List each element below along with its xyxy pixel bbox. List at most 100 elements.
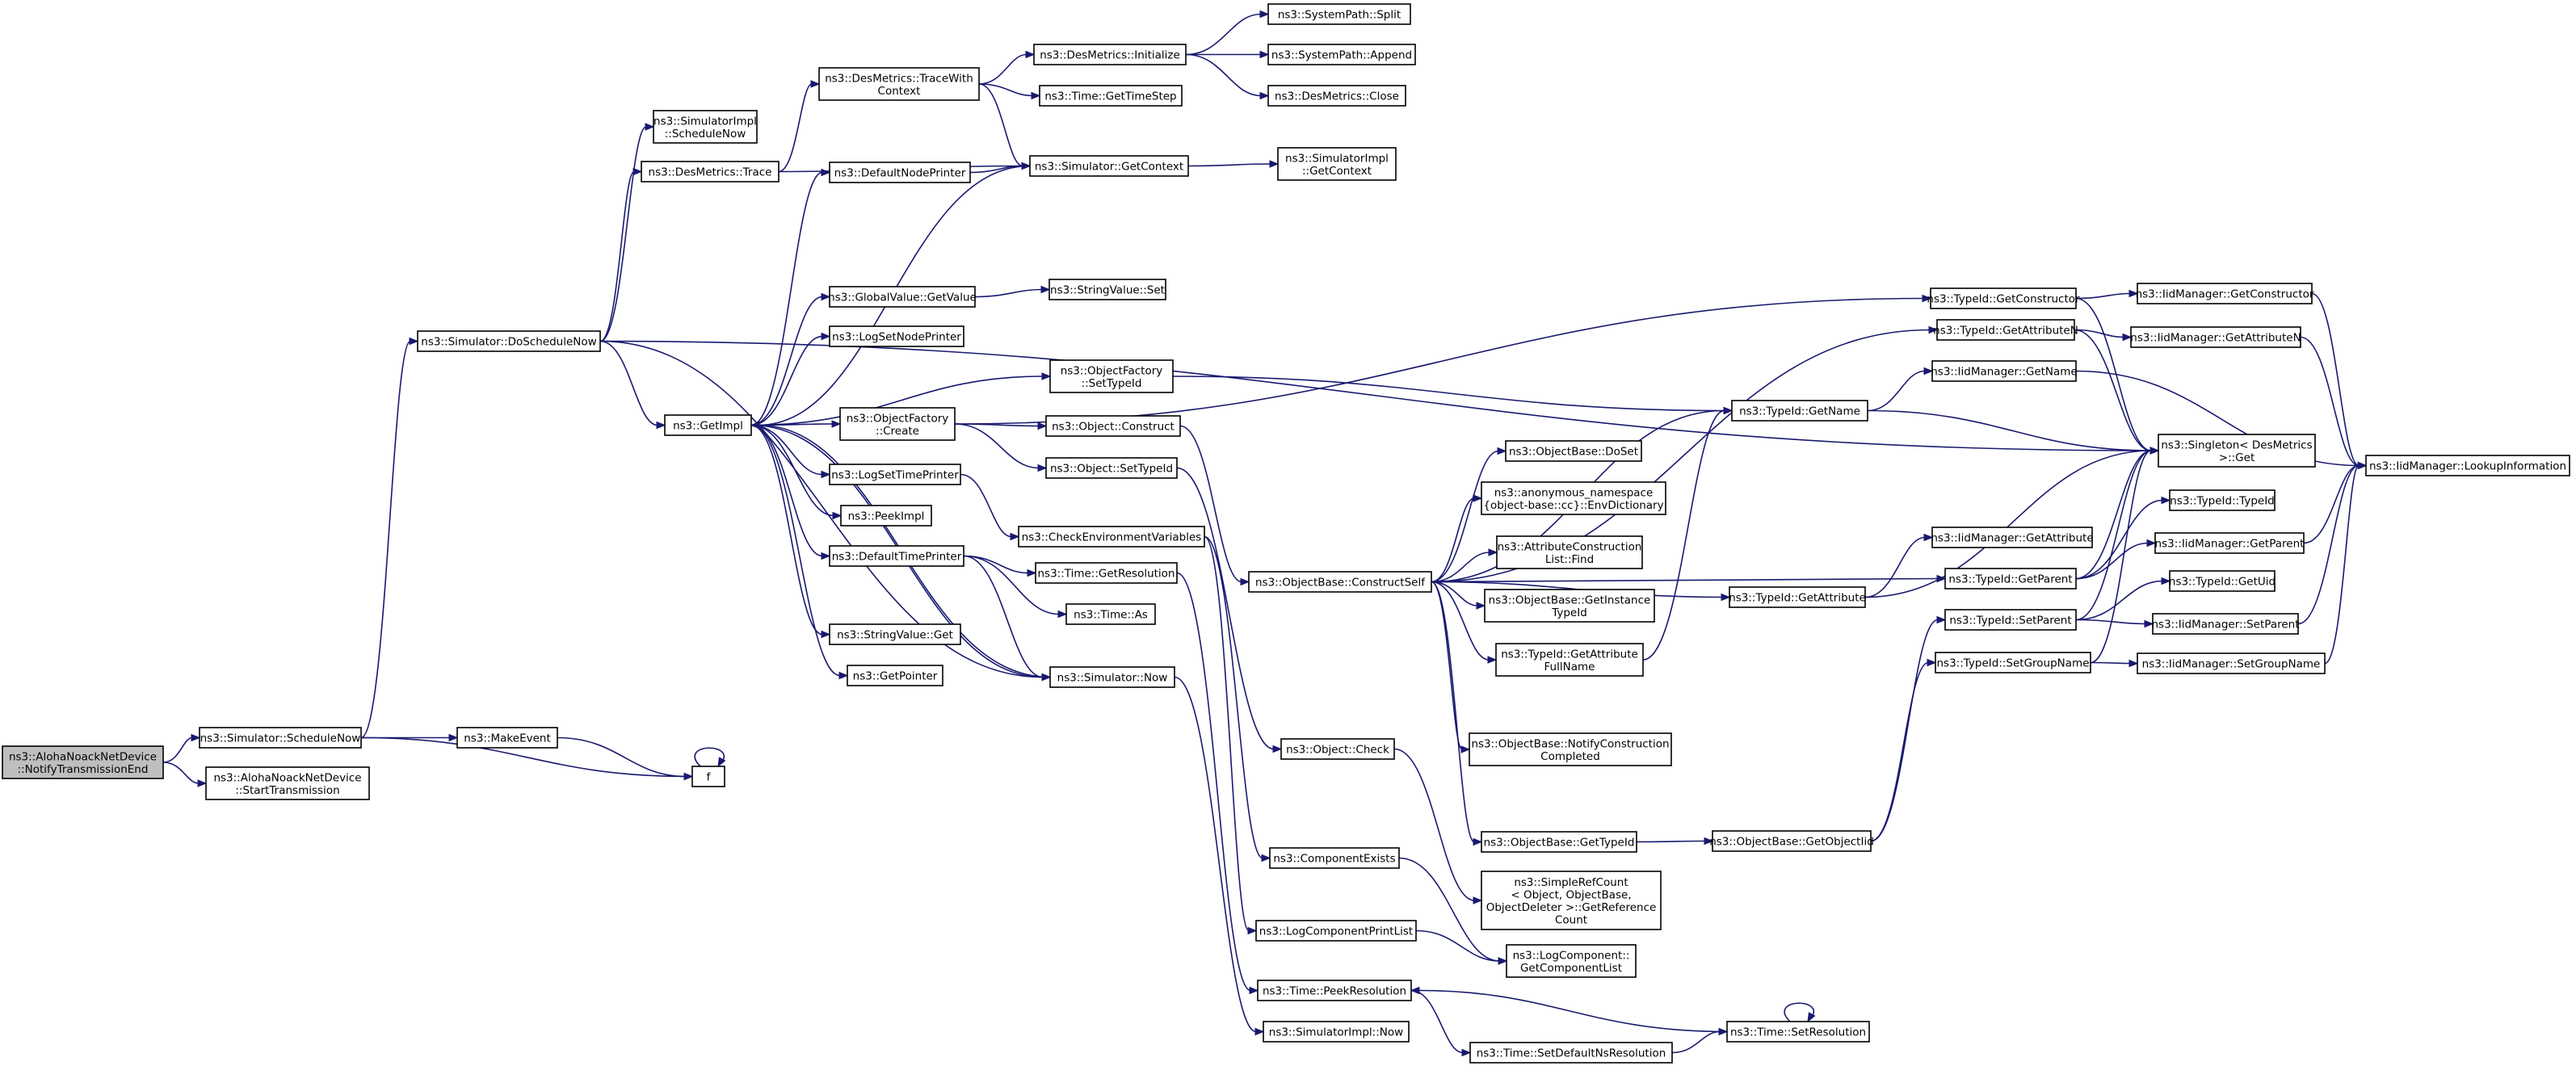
edge-arrowhead [1927, 658, 1937, 667]
edge-n59-to-n65 [2075, 539, 2157, 580]
node-label: ::NotifyTransmissionEnd [18, 763, 149, 776]
node-ns3-objectfactory-settypeid[interactable]: ns3::ObjectFactory::SetTypeId [1049, 359, 1174, 393]
node-box [1035, 562, 1178, 584]
node-box [199, 727, 362, 749]
edge-line [360, 340, 411, 739]
node-box [1267, 44, 1416, 65]
edge-arrowhead [1488, 548, 1498, 556]
node-ns3-defaultnodeprinter[interactable]: ns3::DefaultNodePrinter [829, 162, 971, 183]
node-ns3-simulatorimpl-getcontext[interactable]: ns3::SimulatorImpl::GetContext [1277, 147, 1397, 181]
node-ns3-time-gettimestep[interactable]: ns3::Time::GetTimeStep [1039, 85, 1183, 107]
node-ns3-alohanoacknetdevice-starttransmission[interactable]: ns3::AlohaNoackNetDevice::StartTransmiss… [205, 766, 370, 800]
node-ns3-logcomponentprintlist[interactable]: ns3::LogComponentPrintList [1255, 920, 1417, 942]
node-ns3-typeid-getattribute[interactable]: ns3::TypeId::GetAttribute [1729, 586, 1866, 608]
node-ns3-time-as[interactable]: ns3::Time::As [1065, 603, 1156, 625]
node-ns3-logsetnodeprinter[interactable]: ns3::LogSetNodePrinter [829, 325, 964, 347]
node-f[interactable]: f [691, 766, 725, 787]
node-label: ns3::Time::As [1074, 609, 1148, 622]
node-ns3-stringvalue-set[interactable]: ns3::StringValue::Set [1048, 279, 1166, 300]
node-ns3-iidmanager-getname[interactable]: ns3::IidManager::GetName [1931, 360, 2078, 382]
node-ns3-objectbase-getobjectiid[interactable]: ns3::ObjectBase::GetObjectIid [1709, 830, 1874, 852]
node-ns3-time-getresolution[interactable]: ns3::Time::GetResolution [1035, 562, 1178, 584]
node-ns3-simulatorimpl-schedulenow[interactable]: ns3::SimulatorImpl::ScheduleNow [653, 110, 758, 144]
node-box [829, 325, 964, 347]
edge-arrowhead [2122, 333, 2133, 342]
node-ns3-desmetrics-close[interactable]: ns3::DesMetrics::Close [1267, 85, 1406, 107]
node-box [1029, 155, 1189, 177]
node-ns3-objectbase-notifyconstruction-completed[interactable]: ns3::ObjectBase::NotifyConstructionCompl… [1469, 732, 1672, 766]
node-ns3-simulator-getcontext[interactable]: ns3::Simulator::GetContext [1029, 155, 1189, 177]
node-ns3-typeid-setgroupname[interactable]: ns3::TypeId::SetGroupName [1935, 652, 2091, 673]
node-ns3-objectbase-constructself[interactable]: ns3::ObjectBase::ConstructSelf [1248, 571, 1432, 593]
node-ns3-simulator-doschedulenow[interactable]: ns3::Simulator::DoScheduleNow [417, 330, 601, 352]
node-ns3-iidmanager-setgroupname[interactable]: ns3::IidManager::SetGroupName [2137, 652, 2326, 674]
node-ns3-typeid-typeid[interactable]: ns3::TypeId::TypeId [2169, 489, 2276, 511]
node-ns3-desmetrics-trace[interactable]: ns3::DesMetrics::Trace [641, 161, 780, 183]
node-label: TypeId [1551, 606, 1587, 619]
node-ns3-iidmanager-getparent[interactable]: ns3::IidManager::GetParent [2154, 532, 2305, 554]
edge-line [1393, 748, 1475, 901]
node-ns3-iidmanager-getattribute[interactable]: ns3::IidManager::GetAttribute [1931, 527, 2094, 548]
edge-n8-to-n28 [750, 424, 843, 520]
node-box [2365, 455, 2570, 476]
node-ns3-objectfactory-create[interactable]: ns3::ObjectFactory::Create [839, 407, 956, 441]
edge-n51-to-n39 [1410, 986, 1728, 1033]
node-ns3-objectbase-doset[interactable]: ns3::ObjectBase::DoSet [1505, 440, 1642, 462]
edge-line [1179, 425, 1242, 583]
node-ns3-logcomponent-getcomponentlist[interactable]: ns3::LogComponent::GetComponentList [1506, 944, 1637, 978]
node-ns3-object-settypeid[interactable]: ns3::Object::SetTypeId [1045, 457, 1178, 479]
edge-line [978, 53, 1027, 85]
node-ns3-anonymous-namespace-object-base-cc-envdictionary[interactable]: ns3::anonymous_namespace{object-base::cc… [1481, 481, 1666, 515]
node-ns3-simplerefcount-object-objectbase-objectdeleter-getreference-count[interactable]: ns3::SimpleRefCount< Object, ObjectBase,… [1481, 871, 1662, 930]
node-label: Count [1555, 913, 1587, 926]
node-ns3-getimpl[interactable]: ns3::GetImpl [664, 414, 752, 436]
node-ns3-typeid-getattributen[interactable]: ns3::TypeId::GetAttributeN [1933, 319, 2078, 341]
node-ns3-makeevent[interactable]: ns3::MakeEvent [456, 727, 558, 749]
node-ns3-object-construct[interactable]: ns3::Object::Construct [1045, 415, 1181, 437]
node-ns3-componentexists[interactable]: ns3::ComponentExists [1269, 847, 1400, 869]
node-ns3-time-peekresolution[interactable]: ns3::Time::PeekResolution [1257, 980, 1412, 1001]
node-ns3-time-setresolution[interactable]: ns3::Time::SetResolution [1726, 1021, 1870, 1043]
node-ns3-objectbase-gettypeid[interactable]: ns3::ObjectBase::GetTypeId [1481, 831, 1637, 853]
node-ns3-time-setdefaultnsresolution[interactable]: ns3::Time::SetDefaultNsResolution [1469, 1042, 1673, 1064]
node-ns3-typeid-getparent[interactable]: ns3::TypeId::GetParent [1944, 568, 2077, 590]
edge-arrowhead [448, 733, 459, 742]
node-ns3-iidmanager-getconstructor[interactable]: ns3::IidManager::GetConstructor [2136, 283, 2314, 304]
edge-n61-to-n10 [2090, 447, 2160, 664]
node-ns3-iidmanager-getattributen[interactable]: ns3::IidManager::GetAttributeN [2130, 326, 2301, 348]
edge-line [694, 747, 725, 767]
node-ns3-desmetrics-initialize[interactable]: ns3::DesMetrics::Initialize [1033, 44, 1187, 65]
node-ns3-defaulttimeprinter[interactable]: ns3::DefaultTimePrinter [829, 545, 964, 567]
node-ns3-typeid-setparent[interactable]: ns3::TypeId::SetParent [1944, 609, 2077, 631]
node-ns3-typeid-getuid[interactable]: ns3::TypeId::GetUid [2169, 570, 2276, 592]
node-ns3-globalvalue-getvalue[interactable]: ns3::GlobalValue::GetValue [828, 286, 977, 308]
node-ns3-typeid-getname[interactable]: ns3::TypeId::GetName [1731, 400, 1868, 422]
node-ns3-logsettimeprinter[interactable]: ns3::LogSetTimePrinter [829, 464, 961, 485]
node-ns3-iidmanager-lookupinformation[interactable]: ns3::IidManager::LookupInformation [2365, 455, 2570, 476]
node-ns3-alohanoacknetdevice-notifytransmissionend[interactable]: ns3::AlohaNoackNetDevice::NotifyTransmis… [2, 745, 164, 779]
node-ns3-peekimpl[interactable]: ns3::PeekImpl [840, 505, 932, 527]
node-ns3-typeid-getconstructor[interactable]: ns3::TypeId::GetConstructor [1927, 287, 2080, 309]
edge-arrowhead [1037, 422, 1048, 430]
edge-arrowhead [1240, 577, 1250, 586]
node-ns3-simulatorimpl-now[interactable]: ns3::SimulatorImpl::Now [1263, 1021, 1410, 1043]
node-ns3-stringvalue-get[interactable]: ns3::StringValue::Get [829, 623, 961, 645]
node-ns3-checkenvironmentvariables[interactable]: ns3::CheckEnvironmentVariables [1018, 526, 1205, 548]
edge-arrowhead [1272, 745, 1283, 753]
node-ns3-systempath-append[interactable]: ns3::SystemPath::Append [1267, 44, 1416, 65]
edge-arrowhead [1259, 91, 1270, 100]
node-ns3-simulator-schedulenow[interactable]: ns3::Simulator::ScheduleNow [199, 727, 362, 749]
edge-n13-to-n15 [1185, 10, 1270, 56]
node-label: ns3::ObjectBase::ConstructSelf [1255, 577, 1426, 590]
node-ns3-getpointer[interactable]: ns3::GetPointer [847, 665, 943, 686]
node-ns3-systempath-split[interactable]: ns3::SystemPath::Split [1267, 3, 1411, 25]
edge-n39-to-n50 [1410, 989, 1472, 1057]
node-ns3-singleton-desmetrics-get[interactable]: ns3::Singleton< DesMetrics>::Get [2158, 434, 2316, 468]
node-ns3-iidmanager-setparent[interactable]: ns3::IidManager::SetParent [2152, 613, 2300, 635]
node-ns3-object-check[interactable]: ns3::Object::Check [1280, 738, 1395, 760]
node-ns3-simulator-now[interactable]: ns3::Simulator::Now [1049, 666, 1175, 688]
